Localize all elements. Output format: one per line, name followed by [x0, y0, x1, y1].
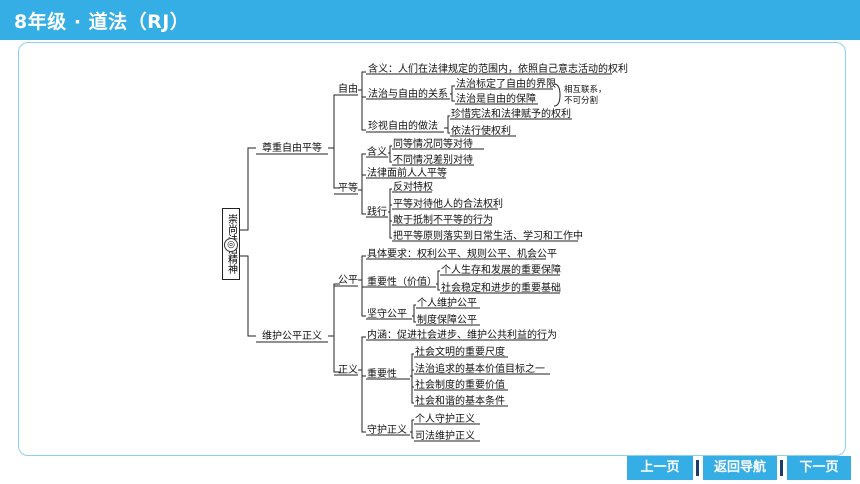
equality-practice-item-3: 敢于抵制不平等的行为 [393, 213, 493, 226]
branch-freedom-equality: 尊重自由平等 [262, 141, 322, 154]
equality-practice-item-1: 反对特权 [393, 180, 433, 193]
justice-guard-label: 守护正义 [367, 423, 407, 436]
equality-practice-label: 践行 [367, 205, 387, 218]
root-mark-icon: ◎ [224, 238, 238, 252]
justice-importance-label: 重要性 [367, 367, 397, 380]
prev-page-button[interactable]: 上一页 [627, 456, 693, 480]
freedom-relation-note-1: 相互联系， [564, 84, 607, 95]
fairness-importance-item-1: 个人生存和发展的重要保障 [441, 263, 561, 276]
equality-practice-item-4: 把平等原则落实到日常生活、学习和工作中 [393, 229, 583, 242]
justice-importance-item-4: 社会和谐的基本条件 [415, 394, 505, 407]
justice-importance-item-2: 法治追求的基本价值目标之一 [415, 362, 545, 375]
justice-label: 正义 [338, 364, 358, 376]
equality-meaning-label: 含义 [367, 145, 387, 158]
freedom-relation-item-1: 法治标定了自由的界限 [456, 77, 556, 90]
nav-separator [780, 460, 783, 476]
justice-importance-item-1: 社会文明的重要尺度 [415, 345, 505, 358]
freedom-relation-item-2: 法治是自由的保障 [456, 92, 536, 105]
freedom-relation-label: 法治与自由的关系 [368, 87, 448, 100]
fairness-importance-label: 重要性（价值） [367, 275, 437, 288]
fairness-uphold-label: 坚守公平 [367, 307, 407, 320]
freedom-cherish-item-2: 依法行使权利 [451, 124, 511, 137]
freedom-cherish-item-1: 珍惜宪法和法律赋予的权利 [451, 107, 571, 120]
equality-meaning-item-1: 同等情况同等对待 [393, 137, 473, 150]
next-page-button[interactable]: 下一页 [787, 456, 851, 480]
justice-connotation: 内涵：促进社会进步、维护公共利益的行为 [367, 328, 557, 341]
freedom-cherish-label: 珍视自由的做法 [368, 119, 438, 132]
justice-guard-item-2: 司法维护正义 [415, 429, 475, 442]
branch-justice: 维护公平正义 [262, 329, 322, 342]
content-card [18, 42, 846, 456]
fairness-uphold-item-1: 个人维护公平 [417, 296, 477, 309]
freedom-label: 自由 [338, 82, 358, 95]
page-title: 8年级 · 道法（RJ） [14, 11, 190, 33]
justice-importance-item-3: 社会制度的重要价值 [415, 378, 505, 391]
equality-law: 法律面前人人平等 [367, 166, 447, 179]
fairness-label: 公平 [338, 275, 358, 286]
equality-practice-item-2: 平等对待他人的合法权利 [393, 197, 503, 210]
nav-separator [696, 460, 699, 476]
header-bar: 8年级 · 道法（RJ） [0, 0, 860, 40]
freedom-meaning: 含义：人们在法律规定的范围内，依照自己意志活动的权利 [368, 62, 628, 75]
back-to-nav-button[interactable]: 返回导航 [703, 456, 777, 480]
equality-meaning-item-2: 不同情况差别对待 [393, 153, 473, 166]
fairness-uphold-item-2: 制度保障公平 [417, 313, 477, 326]
justice-guard-item-1: 个人守护正义 [415, 412, 475, 425]
equality-label: 平等 [338, 181, 358, 194]
fairness-importance-item-2: 社会稳定和进步的重要基础 [441, 281, 561, 294]
freedom-relation-note-2: 不可分割 [564, 95, 598, 106]
fairness-requirements: 具体要求：权利公平、规则公平、机会公平 [367, 247, 557, 260]
